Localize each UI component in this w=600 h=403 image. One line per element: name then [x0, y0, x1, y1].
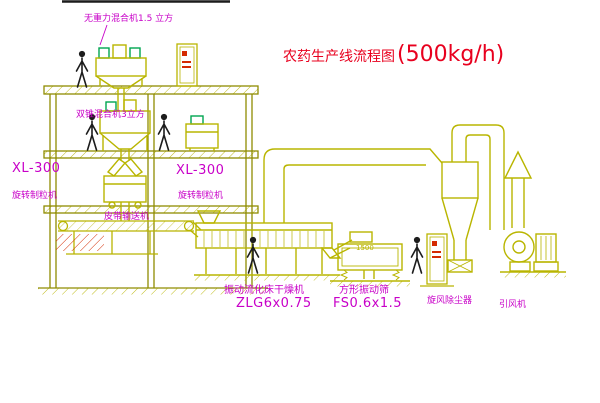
granulator-right: [185, 115, 219, 151]
granulator-right-motor: [190, 115, 204, 125]
screen-springs: [339, 269, 400, 281]
building-structure: [38, 85, 268, 295]
label-zero-gravity-mixer: 无重力混合机1.5 立方: [84, 14, 174, 24]
mixer-cone: [95, 75, 147, 89]
conveyor-pulley-right: [183, 220, 195, 232]
dimension-screen-feed: 1500: [356, 244, 374, 252]
cyclone-dust-collector: [441, 124, 505, 273]
mixer2-cone: [99, 132, 151, 150]
dryer-legs: [205, 248, 323, 274]
screen-feed-pipe: [329, 239, 353, 259]
label-fan: 引风机: [499, 300, 527, 310]
drawing-title: 农药生产线流程图 (500kg/h): [283, 42, 504, 67]
screen-discharge: [363, 270, 375, 279]
induced-draft-fan: [500, 231, 566, 278]
dryer-bed-ribs: [203, 231, 325, 247]
exhaust-stack: [503, 150, 533, 228]
label-granulator-right-name: 旋转制粒机: [178, 191, 224, 201]
floor-slab-top: [43, 85, 259, 95]
fan-housing: [503, 231, 535, 263]
person-figure: [246, 236, 260, 274]
label-cyclone: 旋风除尘器: [427, 296, 473, 306]
y-pipe-right: [123, 158, 144, 177]
label-screen-name: 方形振动筛: [339, 285, 389, 296]
zero-gravity-mixer: [95, 44, 147, 112]
cyclone-barrel: [441, 161, 479, 199]
mixer-body: [95, 57, 147, 77]
cyclone-outlet-pipe: [451, 124, 505, 230]
control-cabinet-top: [176, 43, 198, 87]
cyclone-discharge-valve: [447, 259, 473, 273]
double-cone-mixer: [99, 99, 151, 160]
person-figure: [75, 50, 89, 88]
label-belt-conveyor: 皮带输送机: [104, 212, 150, 222]
foundation-hatch: [56, 234, 104, 251]
floor-slab-mid: [43, 150, 259, 159]
screen-inlet-box: [349, 231, 373, 243]
conveyor-pulley-left: [57, 220, 69, 232]
label-screen-model: FS0.6x1.5: [333, 296, 403, 311]
person-figure: [410, 236, 424, 274]
granulator-right-body: [185, 123, 219, 149]
mixer2-body: [99, 110, 151, 134]
indicator-light: [182, 51, 187, 56]
granulator-left-discharge: [120, 202, 130, 221]
indicator-light: [432, 241, 437, 246]
dryer-body: [195, 222, 333, 249]
exhaust-duct: [263, 148, 443, 223]
y-pipe-left: [106, 158, 127, 177]
ground-hatch: [38, 288, 268, 295]
stack-rain-cap: [503, 150, 533, 179]
vibrating-screen: [329, 231, 410, 287]
label-double-cone-mixer: 双锥混合机3立方: [76, 110, 145, 120]
drawing-title-text: 农药生产线流程图: [283, 49, 395, 65]
granulator-left: [103, 158, 147, 221]
dryer-outlet-chute: [320, 247, 342, 259]
building-columns: [49, 94, 253, 288]
label-leader-lines: [99, 24, 108, 46]
control-cabinet-right: [420, 233, 454, 287]
person-figure: [157, 113, 171, 151]
mixer2-discharge-pipe: [120, 149, 130, 160]
label-dryer-name: 振动流化床干燥机: [224, 285, 304, 296]
mixer-motor-right: [129, 47, 141, 59]
fluid-bed-dryer: [194, 210, 342, 281]
cyclone-cone: [441, 197, 479, 241]
floor-slab-low: [43, 205, 259, 214]
label-dryer-model: ZLG6x0.75: [236, 296, 312, 311]
granulator-left-body: [103, 175, 147, 203]
label-granulator-left-name: 旋转制粒机: [12, 191, 58, 201]
screen-body: [337, 243, 403, 271]
worker-figures: [75, 50, 424, 274]
belt-conveyor: [56, 220, 202, 255]
stack-pipe: [511, 178, 525, 228]
mixer-inlet: [112, 44, 127, 59]
mixer-motor-left: [98, 47, 110, 59]
conveyor-head-chute: [190, 221, 202, 238]
drawing-capacity-text: (500kg/h): [397, 42, 505, 67]
label-granulator-left-model: XL-300: [12, 161, 61, 176]
label-granulator-right-model: XL-300: [176, 163, 225, 178]
